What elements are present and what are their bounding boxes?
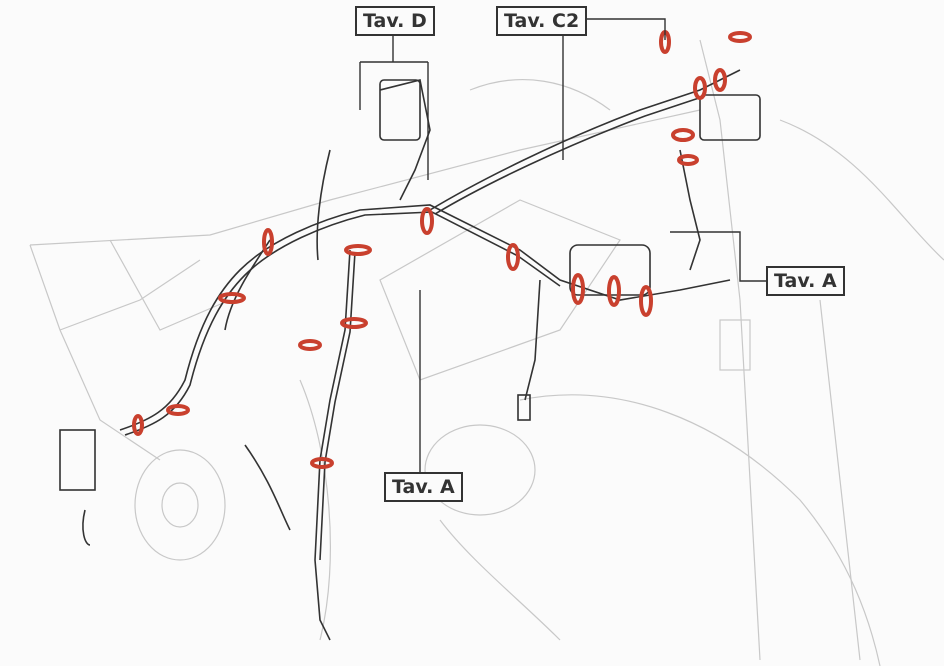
label-tav-c2: Tav. C2 — [496, 6, 588, 36]
leader-lines — [359, 18, 768, 478]
wiring-harness — [59, 69, 761, 641]
label-tav-a-bottom: Tav. A — [384, 472, 463, 502]
frame-background — [29, 39, 944, 666]
cable-clamps — [132, 30, 752, 469]
label-tav-a-right: Tav. A — [766, 266, 845, 296]
label-tav-d: Tav. D — [355, 6, 435, 36]
